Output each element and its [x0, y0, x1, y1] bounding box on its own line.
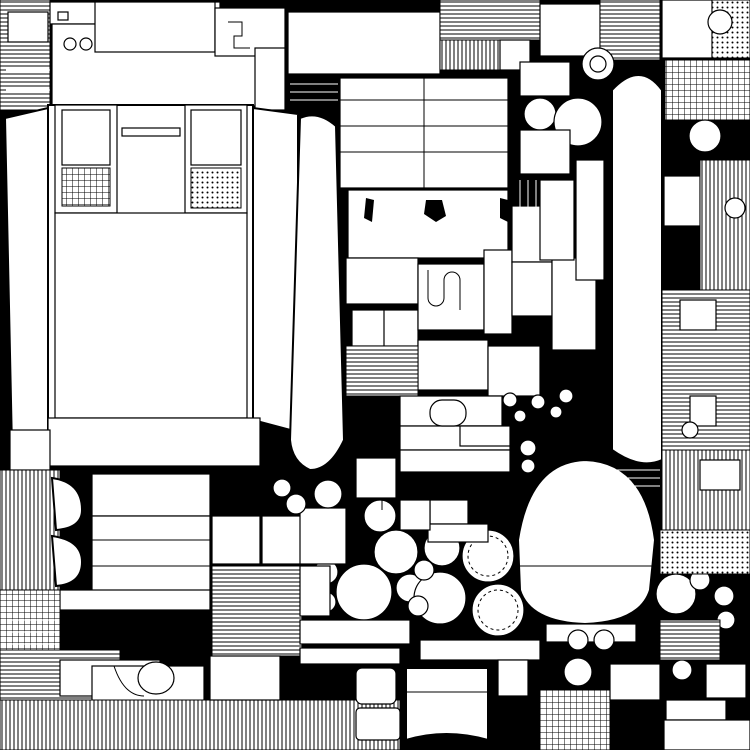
- right-middle-strip: [502, 289, 750, 531]
- gear-lower-icon: [471, 583, 525, 637]
- center-middle-assembly: [345, 159, 605, 473]
- top-left-housing: [0, 0, 286, 111]
- bottom-band: [0, 529, 750, 750]
- right-upper-column: [519, 0, 750, 465]
- wiring-lines: [6, 59, 660, 645]
- gear-upper-icon: [461, 529, 515, 583]
- left-lower-machinery: [0, 445, 397, 657]
- top-center-blocks: [287, 0, 601, 259]
- left-main-panel: [3, 104, 346, 472]
- capsule-tank: [516, 458, 657, 651]
